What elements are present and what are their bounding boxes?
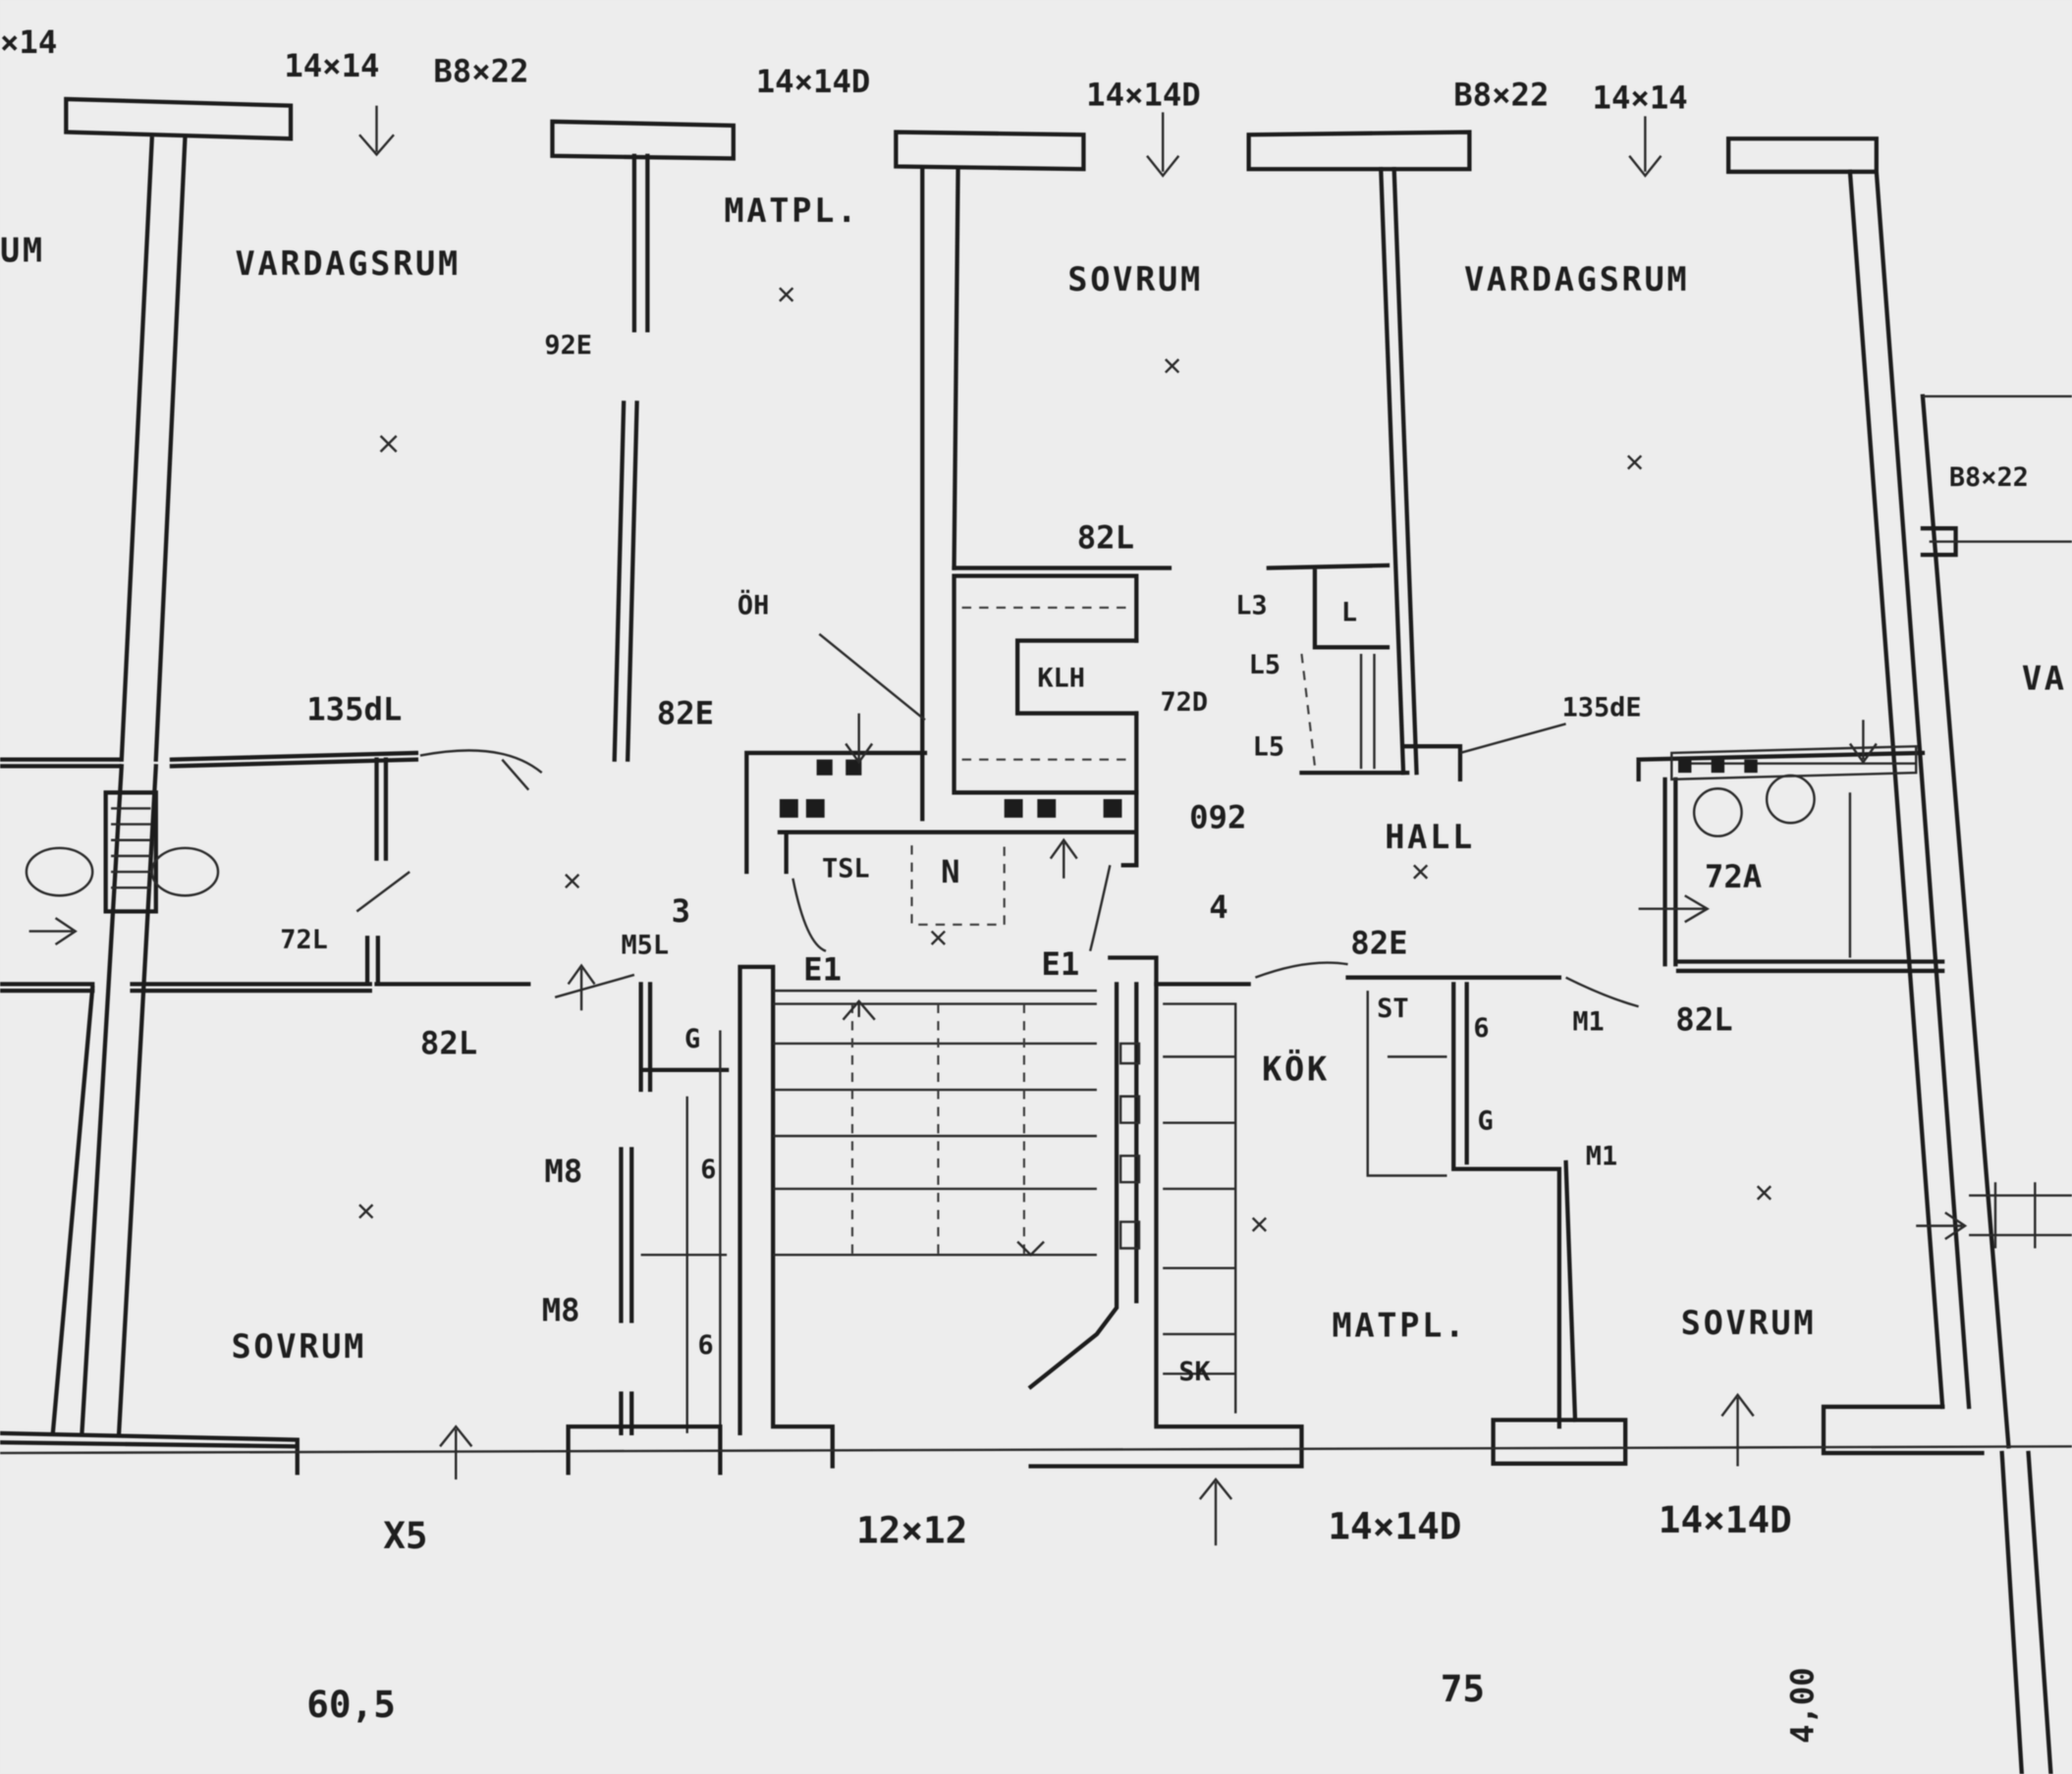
room-label-matplats: MATPL. (1332, 1307, 1467, 1345)
room-label-hall: HALL (1385, 818, 1475, 856)
code-label: M5L (621, 930, 669, 960)
code-label: L5 (1253, 732, 1284, 763)
room-label-vardagsrum: VARDAGSRUM (1464, 260, 1689, 298)
code-label: N (941, 853, 959, 890)
window-labels-top: ×14 14×14 B8×22 14×14D 14×14D B8×22 14×1… (0, 24, 1688, 117)
code-label: 135dL (306, 690, 402, 727)
code-label: 6 (698, 1330, 714, 1361)
room-label-matplats: MATPL. (724, 191, 859, 230)
window-label: 14×14 (284, 47, 379, 84)
code-label: 92E (544, 331, 592, 361)
code-label: 82L (1675, 1000, 1732, 1038)
window-label: ×14 (0, 24, 57, 61)
dimension-label: 75 (1441, 1667, 1485, 1710)
code-label: ST (1377, 994, 1408, 1024)
code-label: 135dE (1562, 692, 1642, 723)
window-label: B8×22 (1453, 77, 1549, 114)
code-label: M1 (1586, 1142, 1617, 1172)
code-label: L (1341, 597, 1357, 627)
code-label: 72L (280, 925, 328, 955)
code-label: 82E (657, 694, 714, 731)
window-label: 14×14D (1086, 77, 1201, 114)
window-label: X5 (383, 1514, 427, 1557)
dimension-labels: 60,5 75 4,00 (306, 1667, 1821, 1744)
code-label: E1 (803, 950, 842, 988)
room-label-sovrum: SOVRUM (1681, 1304, 1817, 1342)
code-label: 72D (1160, 687, 1208, 718)
code-label: M8 (544, 1153, 582, 1190)
washbasin-symbol (1765, 774, 1816, 825)
fixtures (25, 105, 2072, 1546)
room-label-kok: KÖK (1262, 1049, 1330, 1089)
code-label: M8 (542, 1291, 580, 1328)
code-label: 82E (1350, 924, 1407, 961)
room-label-sovrum: SOVRUM (1067, 260, 1203, 298)
window-label: 12×12 (856, 1509, 967, 1552)
dimension-label: 60,5 (306, 1683, 396, 1726)
code-label: ÖH (737, 589, 769, 621)
code-label: KLH (1037, 664, 1085, 694)
code-label: 6 (1473, 1013, 1489, 1044)
code-labels: 92E 82L L3 L KLH L5 72D L5 135dL 82E 135… (280, 331, 2029, 1387)
code-label: TSL (822, 853, 870, 884)
window-label: 14×14D (756, 63, 871, 100)
window-label: 14×14D (1659, 1498, 1792, 1541)
code-label: 82L (420, 1025, 477, 1062)
room-labels: UM VARDAGSRUM MATPL. SOVRUM VARDAGSRUM S… (0, 191, 2067, 1366)
window-label: B8×22 (433, 52, 528, 89)
radiator-symbol (25, 846, 94, 897)
dimension-label: 4,00 (1783, 1667, 1821, 1744)
window-label: B8×22 (1949, 462, 2029, 493)
apartment-number: 3 (672, 892, 690, 930)
washbasin-symbol (1692, 787, 1743, 837)
code-label: M1 (1572, 1006, 1604, 1037)
code-label: 72A (1705, 858, 1762, 895)
window-label: 14×14D (1328, 1505, 1461, 1548)
window-labels-bottom: X5 12×12 14×14D 14×14D (383, 1498, 1792, 1557)
code-label: SK (1178, 1357, 1211, 1387)
code-label: 6 (700, 1155, 716, 1185)
walls (0, 96, 2072, 1774)
room-label-sovrum: SOVRUM (231, 1327, 366, 1366)
code-label: L3 (1235, 591, 1267, 621)
code-label: G (684, 1024, 700, 1054)
code-label: L5 (1249, 650, 1281, 680)
room-label-vardagsrum: VARDAGSRUM (236, 244, 461, 283)
code-label: 82L (1077, 518, 1134, 556)
code-label: G (1477, 1105, 1493, 1136)
code-label: 092 (1189, 799, 1246, 836)
code-label: E1 (1041, 945, 1079, 983)
radiator-symbol (150, 846, 220, 897)
window-label: 14×14 (1593, 79, 1688, 116)
apartment-number: 4 (1209, 888, 1227, 926)
room-label: VA (2022, 659, 2067, 697)
room-label: UM (0, 231, 45, 269)
